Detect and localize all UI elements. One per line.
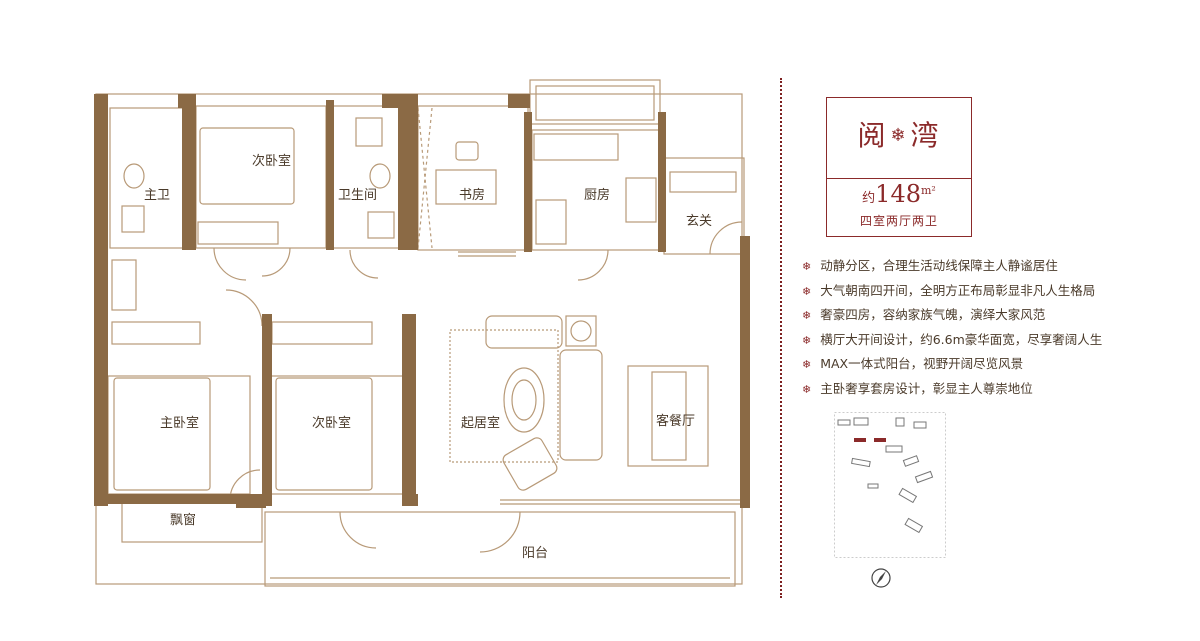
compass-icon <box>871 568 891 588</box>
room-label-second-bedroom-bottom: 次卧室 <box>312 415 351 431</box>
dotted-divider <box>780 78 782 598</box>
snowflake-icon: ❄ <box>890 125 908 146</box>
snowflake-icon: ❄ <box>802 260 812 273</box>
snowflake-icon: ❄ <box>802 358 812 371</box>
feature-item: ❄MAX一体式阳台，视野开阔尽览风景 <box>802 356 1024 371</box>
layout-type: 四室两厅两卫 <box>859 214 938 228</box>
feature-item: ❄横厅大开间设计，约6.6m豪华面宽，尽享奢阔人生 <box>802 331 1103 347</box>
room-label-dining-room: 客餐厅 <box>656 413 695 429</box>
room-label-entrance: 玄关 <box>686 214 712 229</box>
area-label: 约148m² <box>862 180 936 208</box>
balcony-outline <box>264 511 736 587</box>
snowflake-icon: ❄ <box>802 309 812 322</box>
room-label-balcony: 阳台 <box>522 546 548 561</box>
snowflake-icon: ❄ <box>802 284 812 298</box>
room-label-master-bedroom: 主卧室 <box>160 415 199 431</box>
room-label-master-bath: 主卫 <box>144 188 170 203</box>
room-label-study: 书房 <box>459 187 485 203</box>
feature-list: ❄动静分区，合理生活动线保障主人静谧居住 ❄大气朝南四开间，全明方正布局彰显非凡… <box>802 256 1162 403</box>
feature-item: ❄主卧奢享套房设计，彰显主人尊崇地位 <box>802 380 1033 396</box>
snowflake-icon: ❄ <box>802 382 812 396</box>
title-separator <box>827 178 971 179</box>
room-label-second-bedroom-top: 次卧室 <box>252 153 291 169</box>
title-box: 阅❄湾 约148m² 四室两厅两卫 <box>826 97 972 237</box>
room-label-bathroom: 卫生间 <box>338 188 377 203</box>
feature-item: ❄动静分区，合理生活动线保障主人静谧居住 <box>802 258 1058 273</box>
walls <box>94 94 750 508</box>
room-label-living-room: 起居室 <box>461 415 500 431</box>
floor-plan: 主卫 次卧室 卫生间 书房 厨房 玄关 主卧室 次卧室 起居室 客餐厅 飘窗 阳… <box>94 79 750 587</box>
site-key-plan <box>834 412 946 558</box>
feature-item: ❄奢豪四房，容纳家族气魄，演绎大家风范 <box>802 307 1046 322</box>
room-label-bay-window: 飘窗 <box>170 512 196 528</box>
feature-item: ❄大气朝南四开间，全明方正布局彰显非凡人生格局 <box>802 282 1096 298</box>
snowflake-icon: ❄ <box>802 333 812 347</box>
room-label-kitchen: 厨房 <box>584 187 610 203</box>
project-name: 阅❄湾 <box>857 119 941 152</box>
